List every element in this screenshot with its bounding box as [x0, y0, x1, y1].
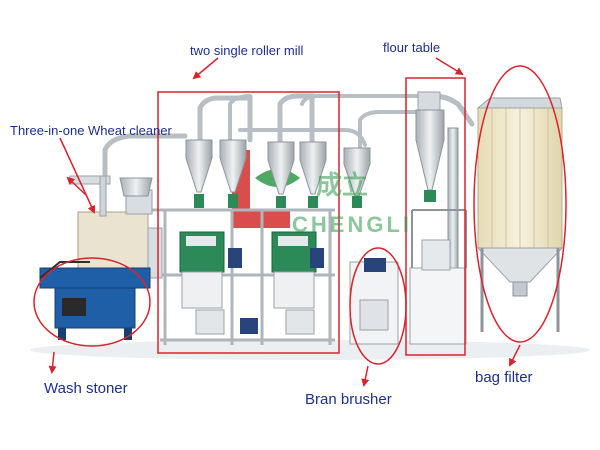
highlight-markers [33, 65, 567, 365]
roller-mill-frame [150, 208, 335, 345]
roller-mill-label: two single roller mill [190, 43, 304, 58]
watermark-chinese-text: 成立 [316, 170, 368, 201]
bag-filter-highlight-ellipse [473, 65, 567, 343]
roller-mill-units [179, 231, 324, 335]
bran-brusher-highlight-ellipse [349, 247, 407, 365]
wheat-cleaner-machine [69, 175, 163, 279]
roller-mill-cyclones [185, 139, 327, 208]
flour-table-highlight-box [405, 77, 466, 356]
flour-table-machine [409, 91, 467, 345]
wash-stoner-label: Wash stoner [44, 380, 128, 397]
wheat-cleaner-label: Three-in-one Wheat cleaner [10, 123, 172, 138]
wash-stoner-arrow [48, 351, 57, 374]
roller-mill-arrow [192, 57, 219, 80]
bag-filter-machine [476, 97, 564, 332]
bran-brusher-label: Bran brusher [305, 391, 392, 408]
flour-table-arrow [435, 57, 464, 76]
wash-stoner-highlight-ellipse [33, 257, 151, 347]
wheat-cleaner-top-arrow [66, 176, 87, 196]
pointer-arrows [48, 57, 521, 387]
wash-stoner-machine [39, 261, 151, 340]
bag-filter-arrow [509, 344, 521, 367]
bran-brusher-machine [343, 147, 399, 345]
bran-brusher-arrow [361, 365, 370, 387]
roller-mill-highlight-box [157, 91, 340, 354]
flour-table-label: flour table [383, 40, 441, 55]
bag-filter-label: bag filter [475, 369, 533, 386]
watermark-brand-text: CHENGLI [292, 212, 412, 237]
wheat-cleaner-arrow [59, 137, 96, 214]
